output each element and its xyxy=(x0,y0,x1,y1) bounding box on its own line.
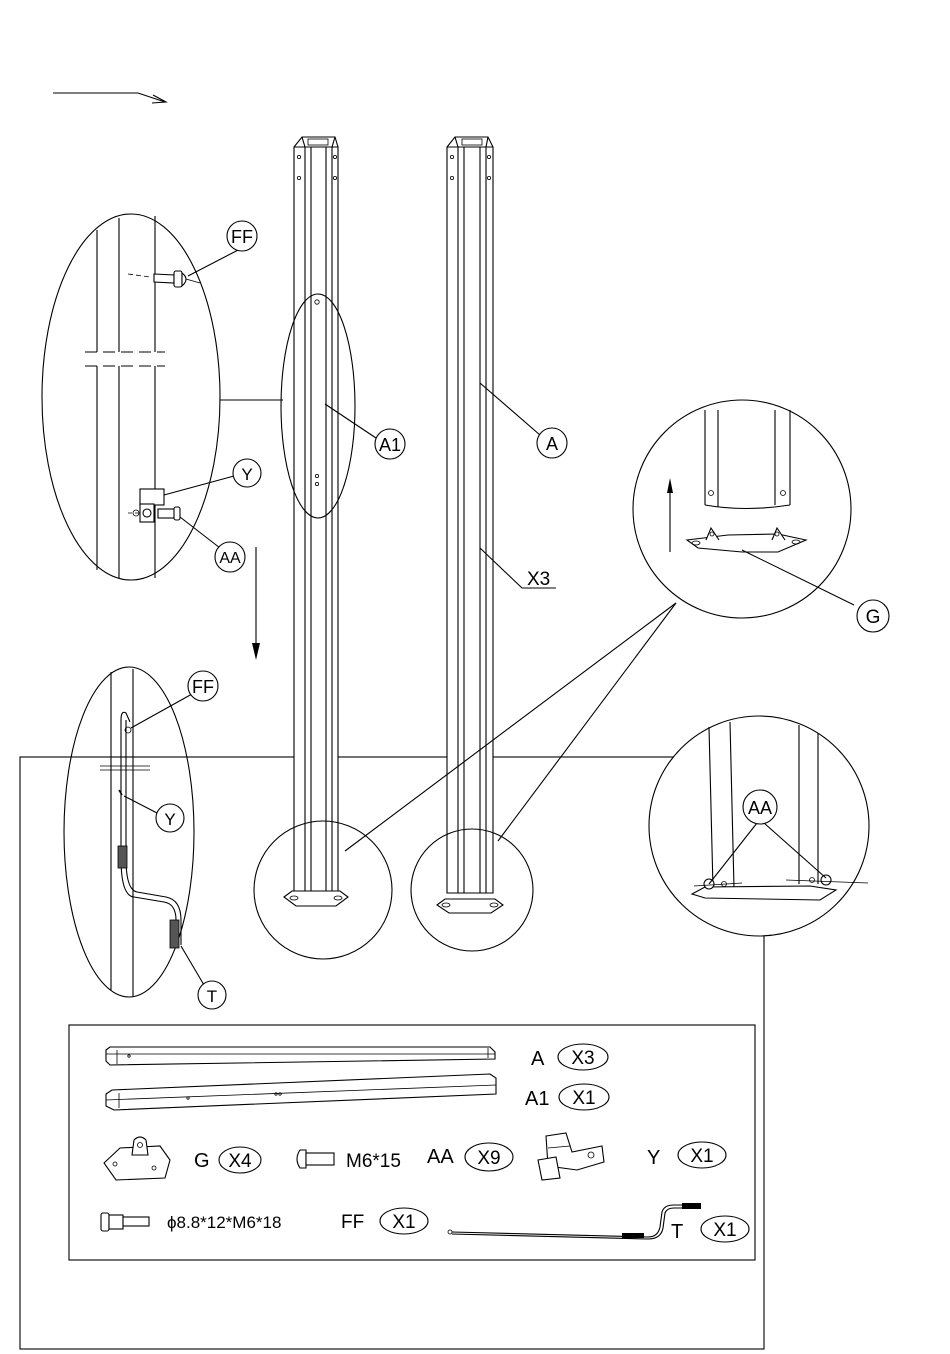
callout-aa-right-text: AA xyxy=(748,798,772,818)
detail-ellipse-top-left xyxy=(42,214,283,580)
callout-a-text: A xyxy=(546,434,558,454)
part-ff-qty: X1 xyxy=(392,1212,415,1233)
callout-t: T xyxy=(181,946,226,1009)
callout-a1-text: A1 xyxy=(379,435,401,455)
part-g-code: G xyxy=(194,1150,210,1172)
part-t-code: T xyxy=(671,1221,683,1243)
callout-ff-top-text: FF xyxy=(231,227,253,247)
direction-arrow xyxy=(53,93,166,103)
part-a1-code: A1 xyxy=(525,1088,549,1110)
part-aa-bolt xyxy=(297,1150,334,1168)
part-g-bracket xyxy=(104,1137,170,1180)
post-a1 xyxy=(284,137,348,906)
part-y-bracket xyxy=(538,1133,604,1180)
detail-ellipse-crank xyxy=(64,667,194,997)
callout-y-top-text: Y xyxy=(241,465,252,484)
part-ff-code: FF xyxy=(341,1212,364,1233)
callout-aa-top-text: AA xyxy=(219,550,241,567)
callout-x3-text: X3 xyxy=(527,569,550,590)
part-a-qty: X3 xyxy=(571,1048,594,1069)
part-g-qty: X4 xyxy=(228,1151,252,1172)
post-a xyxy=(437,137,503,913)
callout-y-top: Y xyxy=(164,459,261,495)
part-a-code: A xyxy=(531,1048,545,1070)
part-aa-size: M6*15 xyxy=(346,1151,401,1172)
callout-g-text: G xyxy=(866,607,881,628)
part-a1-qty: X1 xyxy=(572,1088,595,1109)
part-a-profile xyxy=(106,1047,495,1065)
callout-aa-top: AA xyxy=(180,517,245,572)
detail-circle-base-bolts xyxy=(649,716,869,936)
part-a1-profile xyxy=(106,1074,496,1110)
callout-y-mid-text: Y xyxy=(164,810,175,829)
callout-ff-top: FF xyxy=(188,221,257,276)
callout-ff-mid-text: FF xyxy=(192,677,214,697)
part-t-qty: X1 xyxy=(713,1220,736,1241)
part-y-code: Y xyxy=(647,1147,660,1169)
callout-ff-mid: FF xyxy=(131,671,218,728)
part-ff-size: ϕ8.8*12*M6*18 xyxy=(167,1213,281,1232)
part-ff-pin xyxy=(101,1213,149,1231)
callout-t-text: T xyxy=(207,987,217,1006)
part-t-crank xyxy=(448,1203,701,1239)
part-aa-qty: X9 xyxy=(477,1148,500,1169)
parts-list: A X3 A1 X1 G X4 M6*15 xyxy=(69,1025,755,1260)
down-arrow xyxy=(252,547,260,660)
part-aa-code: AA xyxy=(427,1146,454,1168)
part-y-qty: X1 xyxy=(690,1146,713,1167)
callout-aa-right: AA xyxy=(743,790,777,824)
callout-g: G xyxy=(857,600,889,632)
